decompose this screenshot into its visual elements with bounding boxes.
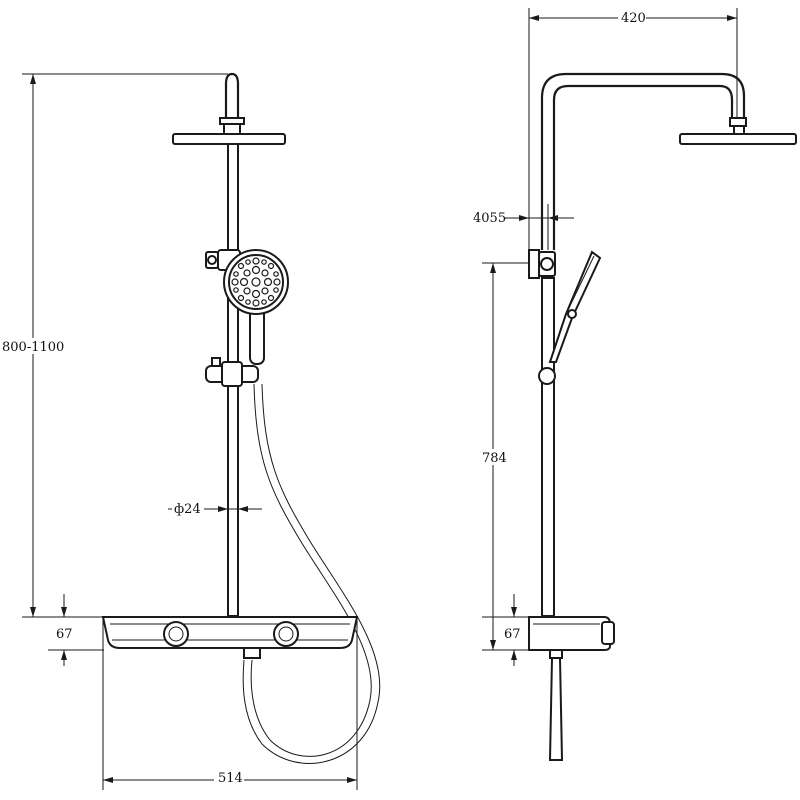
hose-outer xyxy=(250,383,372,757)
slider-holder xyxy=(205,357,259,387)
side-outlet xyxy=(549,649,563,659)
side-riser-pipe xyxy=(541,277,555,617)
rail-height-label: 784 xyxy=(482,451,507,466)
dim-wall-offset: 4055 xyxy=(472,204,574,250)
flow-knob xyxy=(273,621,299,647)
side-hose xyxy=(548,657,564,761)
front-valve-height-label: 67 xyxy=(56,627,73,642)
side-arm-inner xyxy=(552,84,734,250)
thermostatic-shelf xyxy=(101,616,359,659)
side-slider-knob xyxy=(538,367,556,385)
shelf-width-label: 514 xyxy=(218,771,243,786)
hand-shower xyxy=(223,249,289,365)
gooseneck xyxy=(224,72,240,118)
dim-rail-height: 784 xyxy=(480,262,529,651)
dim-valve-height-front: 67 xyxy=(48,594,104,666)
hose-outlet xyxy=(243,647,261,659)
dim-valve-height-side: 67 xyxy=(482,594,529,666)
arm-reach-label: 420 xyxy=(621,11,646,26)
side-arm-outer xyxy=(540,72,746,250)
side-valve-height-label: 67 xyxy=(504,627,521,642)
side-knob xyxy=(601,621,615,645)
side-hand-shower xyxy=(538,250,602,385)
dim-total-height: 800-1100 xyxy=(0,73,228,618)
head-nut xyxy=(223,123,241,135)
dim-arm-reach: 420 xyxy=(528,8,738,250)
total-height-label: 800-1100 xyxy=(2,340,64,355)
pipe-diameter-label: ф24 xyxy=(174,502,201,517)
front-view: 800-1100 xyxy=(0,72,381,790)
side-rain-shower-head xyxy=(679,133,797,145)
temperature-knob xyxy=(163,621,189,647)
dim-shelf-width: 514 xyxy=(102,617,358,790)
dim-pipe-diameter: ф24 xyxy=(168,500,262,517)
side-thermostat xyxy=(528,616,615,761)
rain-shower-head xyxy=(172,133,286,145)
wall-offset-label: 4055 xyxy=(473,211,506,226)
side-wall-bracket xyxy=(528,249,556,279)
side-head-nut xyxy=(733,125,745,135)
hand-shower-nozzles xyxy=(231,257,281,307)
side-view: 420 4055 xyxy=(472,8,797,761)
hose-inner xyxy=(242,383,381,764)
side-head-connector xyxy=(729,117,747,127)
